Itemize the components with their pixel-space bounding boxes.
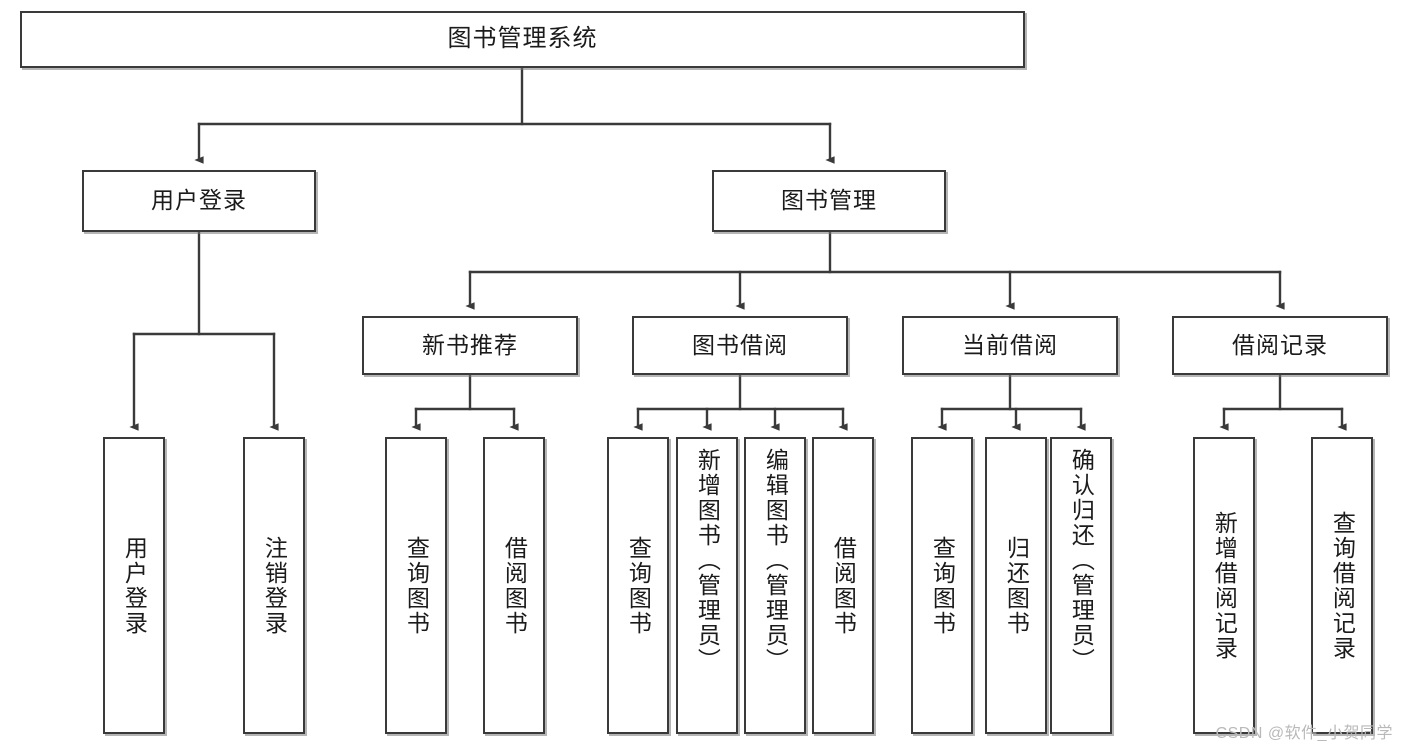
node-leaf-query-record-label: 查询借阅记录	[1329, 510, 1356, 661]
node-leaf-user-login-label: 用户登录	[121, 535, 148, 636]
node-leaf-user-logout[interactable]: 注销登录	[243, 437, 305, 734]
node-leaf-borrow-book-2[interactable]: 借阅图书	[812, 437, 874, 734]
node-current-borrow-label: 当前借阅	[962, 331, 1058, 358]
node-root-label: 图书管理系统	[447, 25, 598, 53]
node-root[interactable]: 图书管理系统	[20, 11, 1025, 68]
watermark: CSDN @软件_小贺同学	[1215, 725, 1393, 742]
node-leaf-add-record-label: 新增借阅记录	[1211, 510, 1238, 661]
node-leaf-user-login[interactable]: 用户登录	[103, 437, 165, 734]
node-leaf-edit-book-label: 编辑图书（管理员）	[762, 448, 789, 673]
node-new-book-rec[interactable]: 新书推荐	[362, 316, 578, 375]
node-leaf-query-book-2[interactable]: 查询图书	[607, 437, 669, 734]
node-leaf-add-book[interactable]: 新增图书（管理员）	[676, 437, 738, 734]
node-user-login-label: 用户登录	[151, 187, 247, 214]
node-leaf-return-book-label: 归还图书	[1003, 535, 1030, 636]
node-new-book-rec-label: 新书推荐	[422, 331, 518, 358]
node-leaf-return-book[interactable]: 归还图书	[985, 437, 1047, 734]
node-leaf-query-book-3[interactable]: 查询图书	[911, 437, 973, 734]
node-leaf-query-book-2-label: 查询图书	[625, 535, 652, 636]
node-leaf-borrow-book-1-label: 借阅图书	[501, 535, 528, 636]
node-book-manage-label: 图书管理	[781, 187, 877, 214]
node-leaf-add-book-label: 新增图书（管理员）	[694, 448, 721, 673]
node-leaf-add-record[interactable]: 新增借阅记录	[1193, 437, 1255, 734]
node-current-borrow[interactable]: 当前借阅	[902, 316, 1118, 375]
node-leaf-borrow-book-2-label: 借阅图书	[830, 535, 857, 636]
node-leaf-query-book-3-label: 查询图书	[929, 535, 956, 636]
node-book-borrow-label: 图书借阅	[692, 331, 788, 358]
node-leaf-confirm-return[interactable]: 确认归还（管理员）	[1050, 437, 1112, 734]
node-leaf-user-logout-label: 注销登录	[261, 535, 288, 636]
node-leaf-edit-book[interactable]: 编辑图书（管理员）	[744, 437, 806, 734]
node-borrow-record[interactable]: 借阅记录	[1172, 316, 1388, 375]
node-user-login[interactable]: 用户登录	[82, 170, 316, 232]
node-leaf-confirm-return-label: 确认归还（管理员）	[1068, 448, 1095, 673]
node-leaf-borrow-book-1[interactable]: 借阅图书	[483, 437, 545, 734]
node-book-borrow[interactable]: 图书借阅	[632, 316, 848, 375]
node-leaf-query-book-1-label: 查询图书	[403, 535, 430, 636]
node-borrow-record-label: 借阅记录	[1232, 331, 1328, 358]
node-book-manage[interactable]: 图书管理	[712, 170, 946, 232]
node-leaf-query-record[interactable]: 查询借阅记录	[1311, 437, 1373, 734]
node-leaf-query-book-1[interactable]: 查询图书	[385, 437, 447, 734]
